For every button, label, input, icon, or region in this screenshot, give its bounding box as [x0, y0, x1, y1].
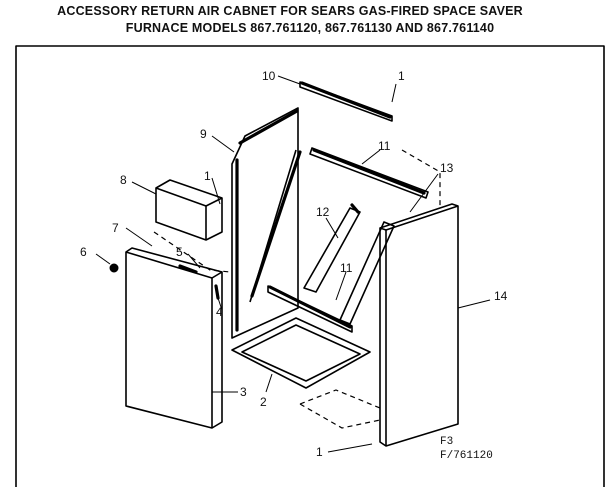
callout-1c: 1 — [316, 445, 323, 459]
callout-12: 12 — [316, 205, 330, 219]
part-7-clip — [178, 264, 198, 274]
leader-2 — [265, 373, 273, 393]
part-6-screw — [109, 263, 119, 273]
callout-11a: 11 — [378, 139, 391, 153]
callout-1b: 1 — [204, 169, 211, 183]
figure-number: F3 — [440, 436, 453, 448]
part-10-top-rail — [299, 81, 393, 122]
callout-6: 6 — [80, 245, 87, 259]
callout-1a: 1 — [398, 69, 405, 83]
callout-10: 10 — [262, 69, 276, 83]
leader-6 — [95, 253, 111, 265]
part-3-front-panel — [125, 247, 223, 429]
leader-8 — [131, 181, 157, 195]
callout-9: 9 — [200, 127, 207, 141]
leader-4 — [217, 297, 223, 311]
leader-7 — [125, 227, 153, 247]
leader-5 — [187, 253, 201, 269]
part-8-filter-housing — [155, 179, 223, 241]
assembly-guide-2 — [299, 389, 381, 409]
part-14-side-box — [379, 203, 459, 447]
assembly-guide-4 — [153, 231, 231, 273]
callout-7: 7 — [112, 221, 119, 235]
leader-13 — [409, 173, 439, 213]
leader-12 — [325, 217, 339, 239]
figure-code: F/761120 — [440, 450, 493, 462]
callout-3: 3 — [240, 385, 247, 399]
diagram-title-line-2: FURNACE MODELS 867.761120, 867.761130 AN… — [125, 21, 495, 35]
leader-14 — [457, 299, 491, 309]
callout-11b: 11 — [340, 261, 353, 275]
part-12-brace — [303, 203, 361, 293]
leader-1a — [391, 83, 397, 103]
part-2-bottom-panel — [231, 317, 371, 389]
leader-1c — [327, 443, 373, 453]
part-4-bolt — [214, 284, 220, 300]
leader-11b — [335, 271, 347, 301]
leader-9 — [211, 135, 235, 153]
diagram-border — [15, 45, 605, 487]
callout-2: 2 — [260, 395, 267, 409]
leader-11a — [361, 149, 381, 165]
assembly-guide-3 — [299, 403, 381, 429]
callout-8: 8 — [120, 173, 127, 187]
callout-4: 4 — [216, 305, 223, 319]
diagram-title-line-1: ACCESSORY RETURN AIR CABNET FOR SEARS GA… — [57, 4, 523, 18]
part-11-lower-rail — [267, 285, 353, 333]
callout-14: 14 — [494, 289, 508, 303]
part-11-upper-rail — [309, 147, 429, 199]
assembly-guide-1 — [401, 149, 441, 208]
part-9-back-panel — [231, 107, 302, 339]
callout-13: 13 — [440, 161, 454, 175]
callout-5: 5 — [176, 245, 183, 259]
leader-1b — [211, 177, 221, 205]
leader-10 — [277, 75, 301, 85]
